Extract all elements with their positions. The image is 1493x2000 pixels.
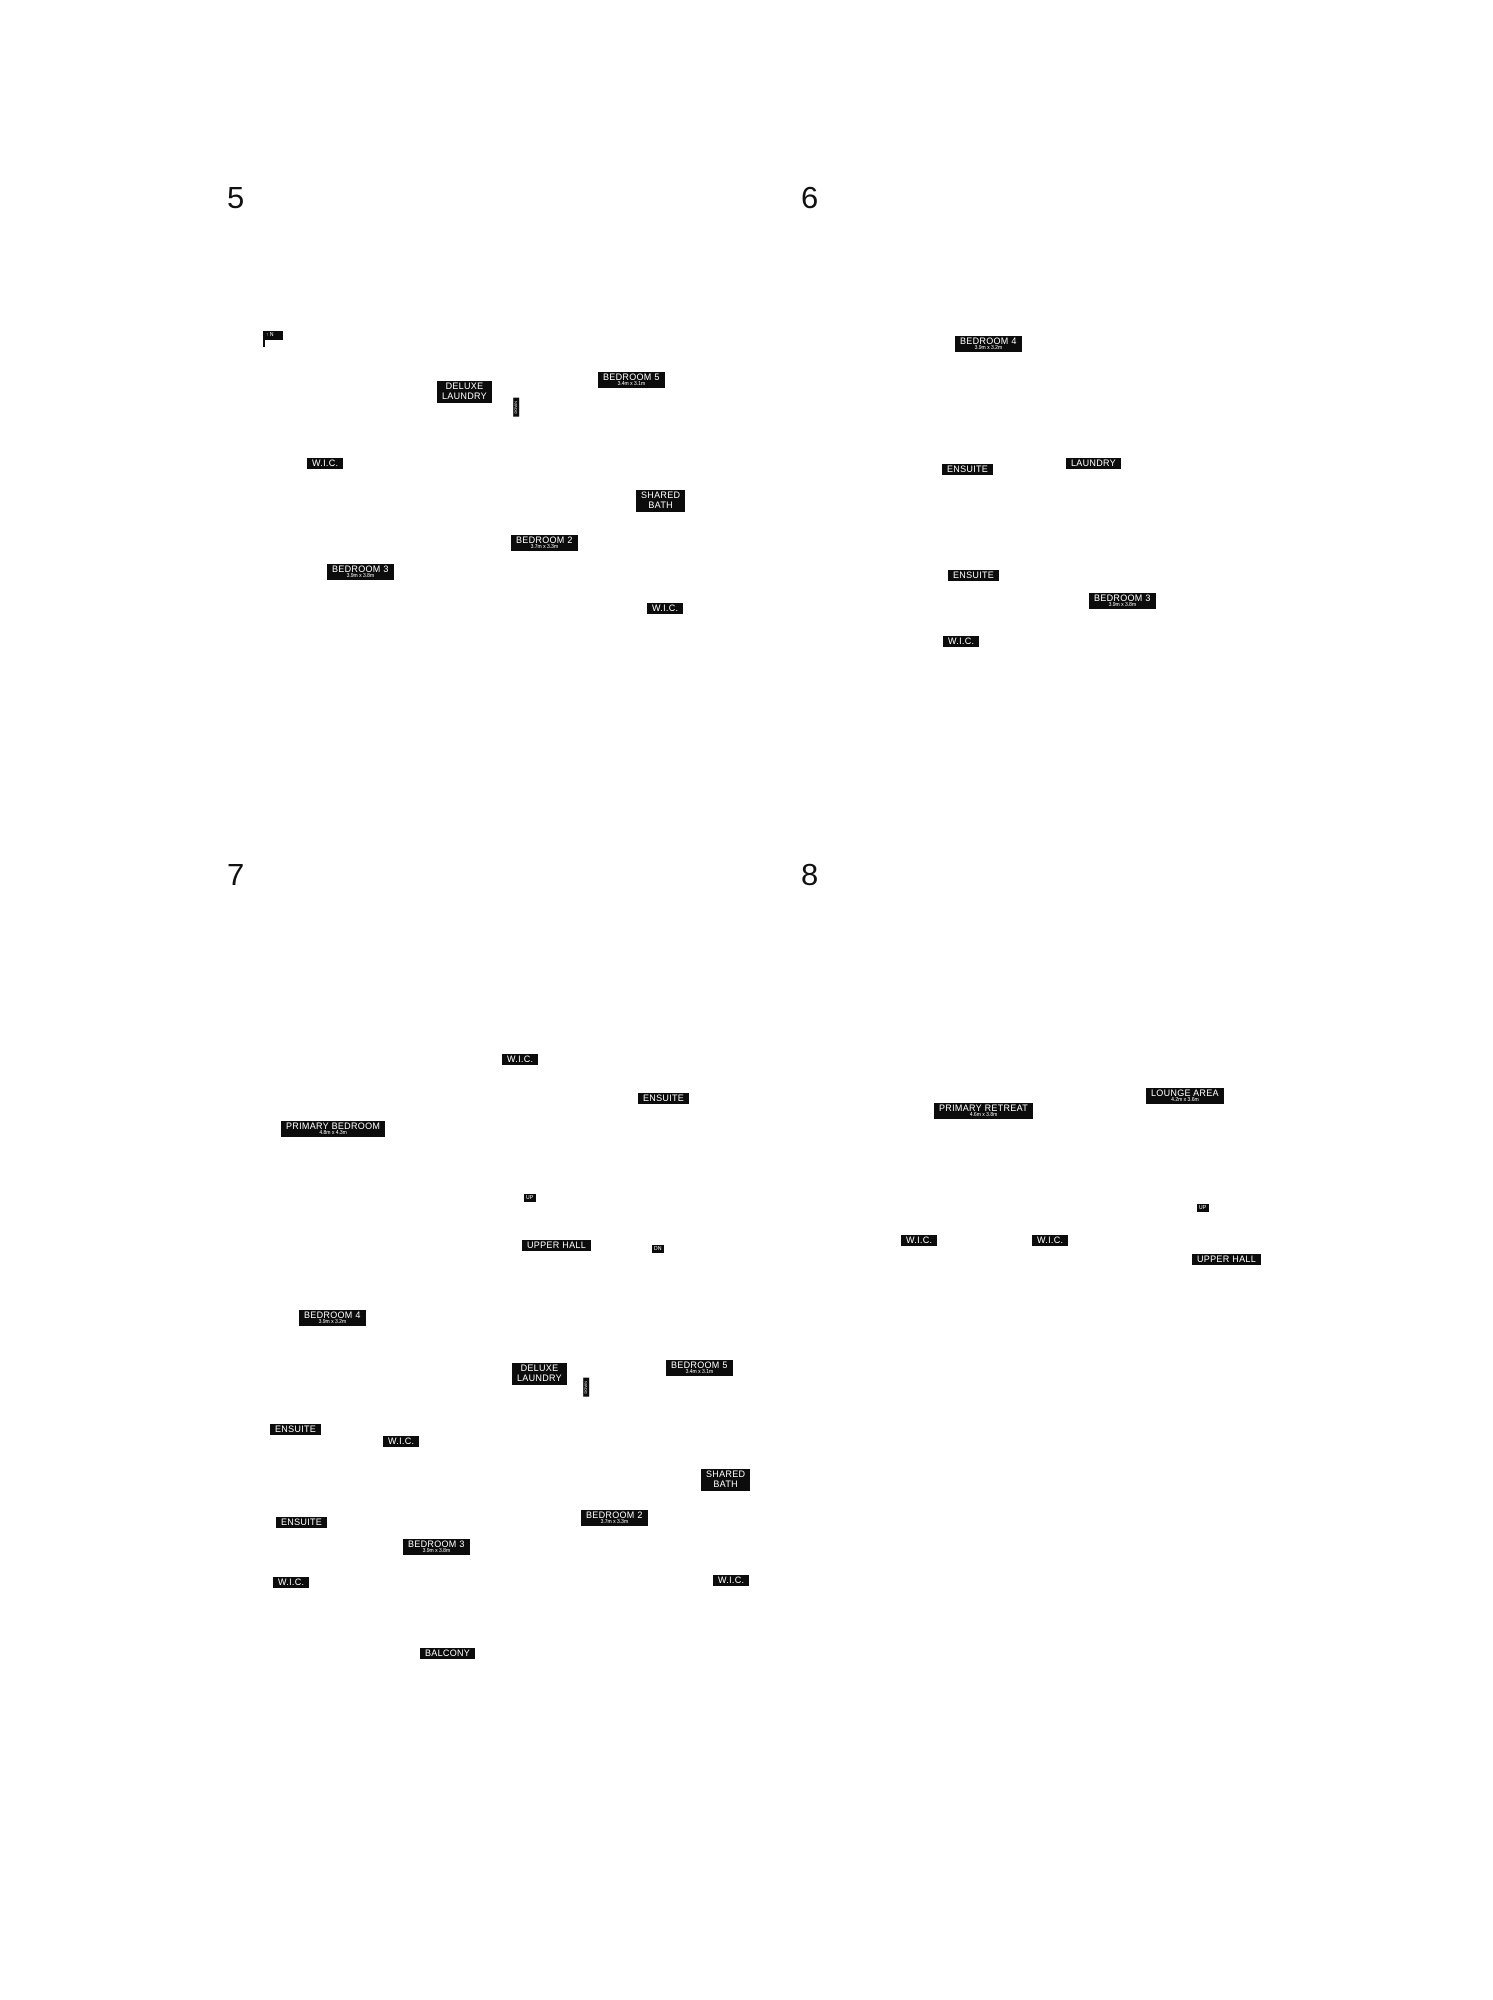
room-label-upper-hall: UPPER HALL (522, 1240, 592, 1252)
room-name: DELUXE LAUNDRY (442, 381, 487, 401)
panel-6-number: 6 (801, 180, 819, 215)
room-name: BEDROOM 3 (1094, 593, 1151, 603)
room-label-bedroom-5: BEDROOM 5 3.4m x 3.1m (666, 1360, 733, 1377)
room-name: PRIMARY BEDROOM (286, 1121, 381, 1131)
stair-label: DOWN (513, 398, 520, 417)
room-dimensions: 4.8m x 4.3m (319, 1130, 347, 1137)
room-name: W.I.C. (906, 1235, 933, 1245)
room-label-ensuite: ENSUITE (942, 464, 994, 476)
room-dimensions: 3.9m x 3.2m (974, 345, 1003, 352)
room-name: W.I.C. (507, 1054, 534, 1064)
room-label-shared-bath: SHARED BATH (701, 1469, 751, 1491)
room-label-wic: W.I.C. (273, 1577, 310, 1589)
room-dimensions: 4.2m x 3.6m (1171, 1097, 1199, 1104)
room-label-wic: W.I.C. (943, 636, 980, 648)
room-label-bedroom-3: BEDROOM 3 3.9m x 3.8m (403, 1539, 470, 1556)
room-name: BEDROOM 4 (304, 1310, 361, 1320)
panel-5-number: 5 (227, 180, 245, 215)
room-name: BALCONY (425, 1648, 471, 1658)
room-dimensions: 3.7m x 3.3m (600, 1519, 629, 1526)
room-name: DELUXE LAUNDRY (517, 1363, 562, 1383)
room-dimensions: 3.9m x 3.2m (318, 1319, 347, 1326)
room-label-bedroom-5: BEDROOM 5 3.4m x 3.1m (598, 372, 665, 389)
room-name: SHARED BATH (641, 490, 681, 510)
room-name: BEDROOM 3 (408, 1539, 465, 1549)
room-name: UPPER HALL (527, 1240, 587, 1250)
room-label-bedroom-2: BEDROOM 2 3.7m x 3.3m (511, 535, 578, 552)
room-name: LOUNGE AREA (1151, 1088, 1219, 1098)
room-name: BEDROOM 5 (671, 1360, 728, 1370)
room-name: ENSUITE (281, 1517, 323, 1527)
room-name: W.I.C. (1037, 1235, 1064, 1245)
room-label-shared-bath: SHARED BATH (636, 490, 686, 512)
room-name: SHARED BATH (706, 1469, 746, 1489)
room-name: BEDROOM 3 (332, 564, 389, 574)
room-label-laundry: LAUNDRY (1066, 458, 1121, 470)
room-label-ensuite: ENSUITE (270, 1424, 322, 1436)
stair-up-label: UP (524, 1194, 536, 1202)
room-label-lounge-area: LOUNGE AREA 4.2m x 3.6m (1146, 1088, 1224, 1105)
room-name: W.I.C. (312, 458, 339, 468)
room-label-ensuite: ENSUITE (948, 570, 1000, 582)
room-name: ENSUITE (953, 570, 995, 580)
room-name: BEDROOM 4 (960, 336, 1017, 346)
room-label-wic: W.I.C. (307, 458, 344, 470)
stair-down-label: DN (652, 1245, 664, 1253)
room-dimensions: 3.7m x 3.3m (530, 544, 559, 551)
room-name: ENSUITE (275, 1424, 317, 1434)
room-label-wic: W.I.C. (383, 1436, 420, 1448)
room-name: BEDROOM 5 (603, 372, 660, 382)
panel-7-number: 7 (227, 857, 245, 892)
room-label-bedroom-4: BEDROOM 4 3.9m x 3.2m (299, 1310, 366, 1327)
room-name: W.I.C. (278, 1577, 305, 1587)
room-name: W.I.C. (652, 603, 679, 613)
room-label-bedroom-2: BEDROOM 2 3.7m x 3.3m (581, 1510, 648, 1527)
room-label-bedroom-3: BEDROOM 3 3.9m x 3.8m (327, 564, 394, 581)
room-dimensions: 4.6m x 3.8m (969, 1112, 998, 1119)
room-label-wic: W.I.C. (647, 603, 684, 615)
room-label-deluxe-laundry: DELUXE LAUNDRY (512, 1363, 567, 1385)
room-label-bedroom-4: BEDROOM 4 3.9m x 3.2m (955, 336, 1022, 353)
room-name: ENSUITE (643, 1093, 685, 1103)
room-name: ENSUITE (947, 464, 989, 474)
room-name: W.I.C. (718, 1575, 745, 1585)
room-label-wic: W.I.C. (713, 1575, 750, 1587)
room-label-ensuite: ENSUITE (276, 1517, 328, 1529)
room-name: LAUNDRY (1071, 458, 1116, 468)
room-name: BEDROOM 2 (516, 535, 573, 545)
panel-8-number: 8 (801, 857, 819, 892)
room-label-upper-hall: UPPER HALL (1192, 1254, 1262, 1266)
room-label-wic: W.I.C. (1032, 1235, 1069, 1247)
room-label-ensuite: ENSUITE (638, 1093, 690, 1105)
room-label-deluxe-laundry: DELUXE LAUNDRY (437, 381, 492, 403)
room-name: W.I.C. (948, 636, 975, 646)
room-dimensions: 3.4m x 3.1m (617, 381, 646, 388)
room-dimensions: 3.9m x 3.8m (1108, 602, 1137, 609)
room-dimensions: 3.4m x 3.1m (685, 1369, 714, 1376)
room-label-primary-bedroom: PRIMARY BEDROOM 4.8m x 4.3m (281, 1121, 386, 1138)
room-dimensions: 3.9m x 3.8m (422, 1548, 451, 1555)
stair-up-label: UP (1197, 1204, 1209, 1212)
room-label-wic: W.I.C. (502, 1054, 539, 1066)
stair-label: DOWN (583, 1378, 590, 1397)
room-name: BEDROOM 2 (586, 1510, 643, 1520)
room-name: PRIMARY RETREAT (939, 1103, 1029, 1113)
room-label-primary-retreat: PRIMARY RETREAT 4.6m x 3.8m (934, 1103, 1034, 1120)
room-label-wic: W.I.C. (901, 1235, 938, 1247)
room-name: W.I.C. (388, 1436, 415, 1446)
room-name: UPPER HALL (1197, 1254, 1257, 1264)
room-label-bedroom-3: BEDROOM 3 3.9m x 3.8m (1089, 593, 1156, 610)
room-dimensions: 3.9m x 3.8m (346, 573, 375, 580)
room-label-balcony: BALCONY (420, 1648, 476, 1660)
